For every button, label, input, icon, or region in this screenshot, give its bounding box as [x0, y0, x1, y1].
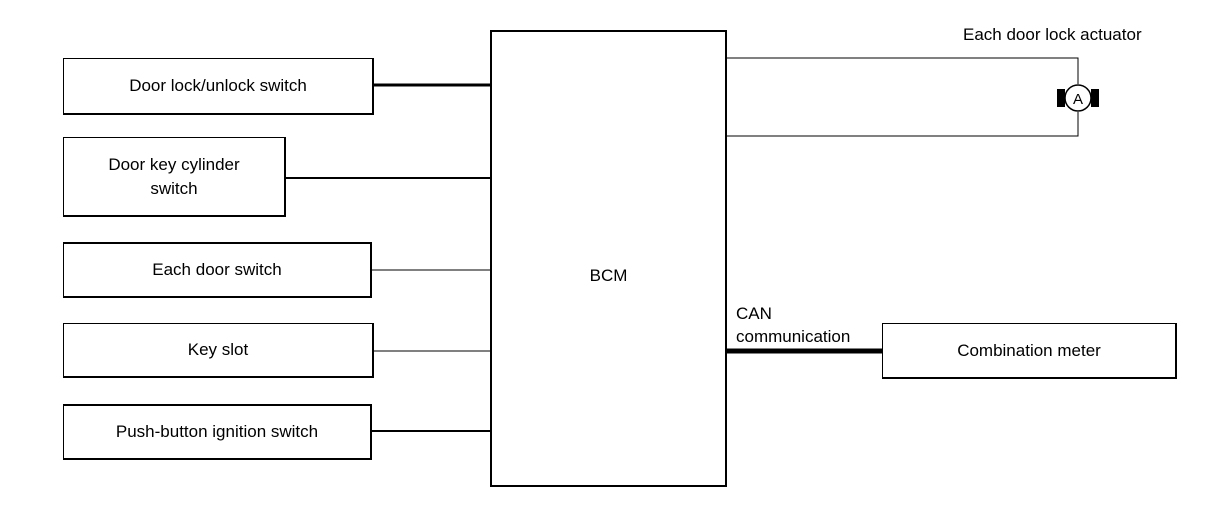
- door-key-cylinder-switch-box: Door key cylinder switch: [63, 137, 286, 217]
- door-lock-unlock-switch-box: Door lock/unlock switch: [63, 58, 374, 115]
- can-communication-label-line2: communication: [736, 327, 851, 346]
- actuator-motor-letter: A: [1073, 91, 1083, 108]
- bcm-box: BCM: [490, 30, 727, 487]
- push-button-ignition-switch-box: Push-button ignition switch: [63, 404, 372, 460]
- door-key-cylinder-switch-label-line2: switch: [150, 178, 198, 198]
- bcm-label: BCM: [589, 266, 628, 285]
- can-communication-label-line1: CAN: [736, 304, 772, 323]
- combination-meter-box: Combination meter: [882, 323, 1177, 379]
- key-slot-label: Key slot: [187, 340, 249, 359]
- each-door-switch-label: Each door switch: [152, 260, 282, 279]
- door-key-cylinder-switch-label-line1: Door key cylinder: [108, 154, 240, 174]
- push-button-ignition-switch-label: Push-button ignition switch: [115, 422, 319, 441]
- actuator-motor-icon: A: [1057, 84, 1099, 112]
- combination-meter-label: Combination meter: [957, 340, 1101, 360]
- line-actuator-bottom: [727, 112, 1079, 137]
- door-lock-unlock-switch-label: Door lock/unlock switch: [129, 76, 307, 95]
- each-door-lock-actuator-label: Each door lock actuator: [963, 25, 1142, 44]
- key-slot-box: Key slot: [63, 323, 374, 378]
- line-actuator-top: [727, 57, 1079, 84]
- each-door-switch-box: Each door switch: [63, 242, 372, 298]
